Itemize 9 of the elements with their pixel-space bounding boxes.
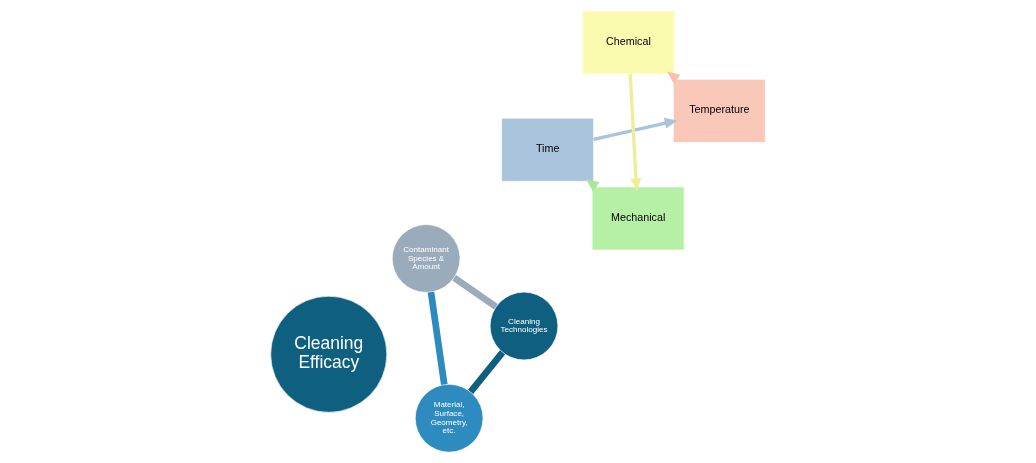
node-box: Chemical: [582, 10, 675, 75]
connector: [467, 350, 506, 394]
arrow: [593, 117, 678, 141]
node-box: Temperature: [673, 79, 766, 143]
connector: [452, 275, 498, 310]
node-circle: Cleaning Efficacy: [270, 295, 388, 413]
connector: [427, 291, 448, 386]
arrow: [628, 74, 642, 191]
node-box: Time: [501, 117, 594, 182]
